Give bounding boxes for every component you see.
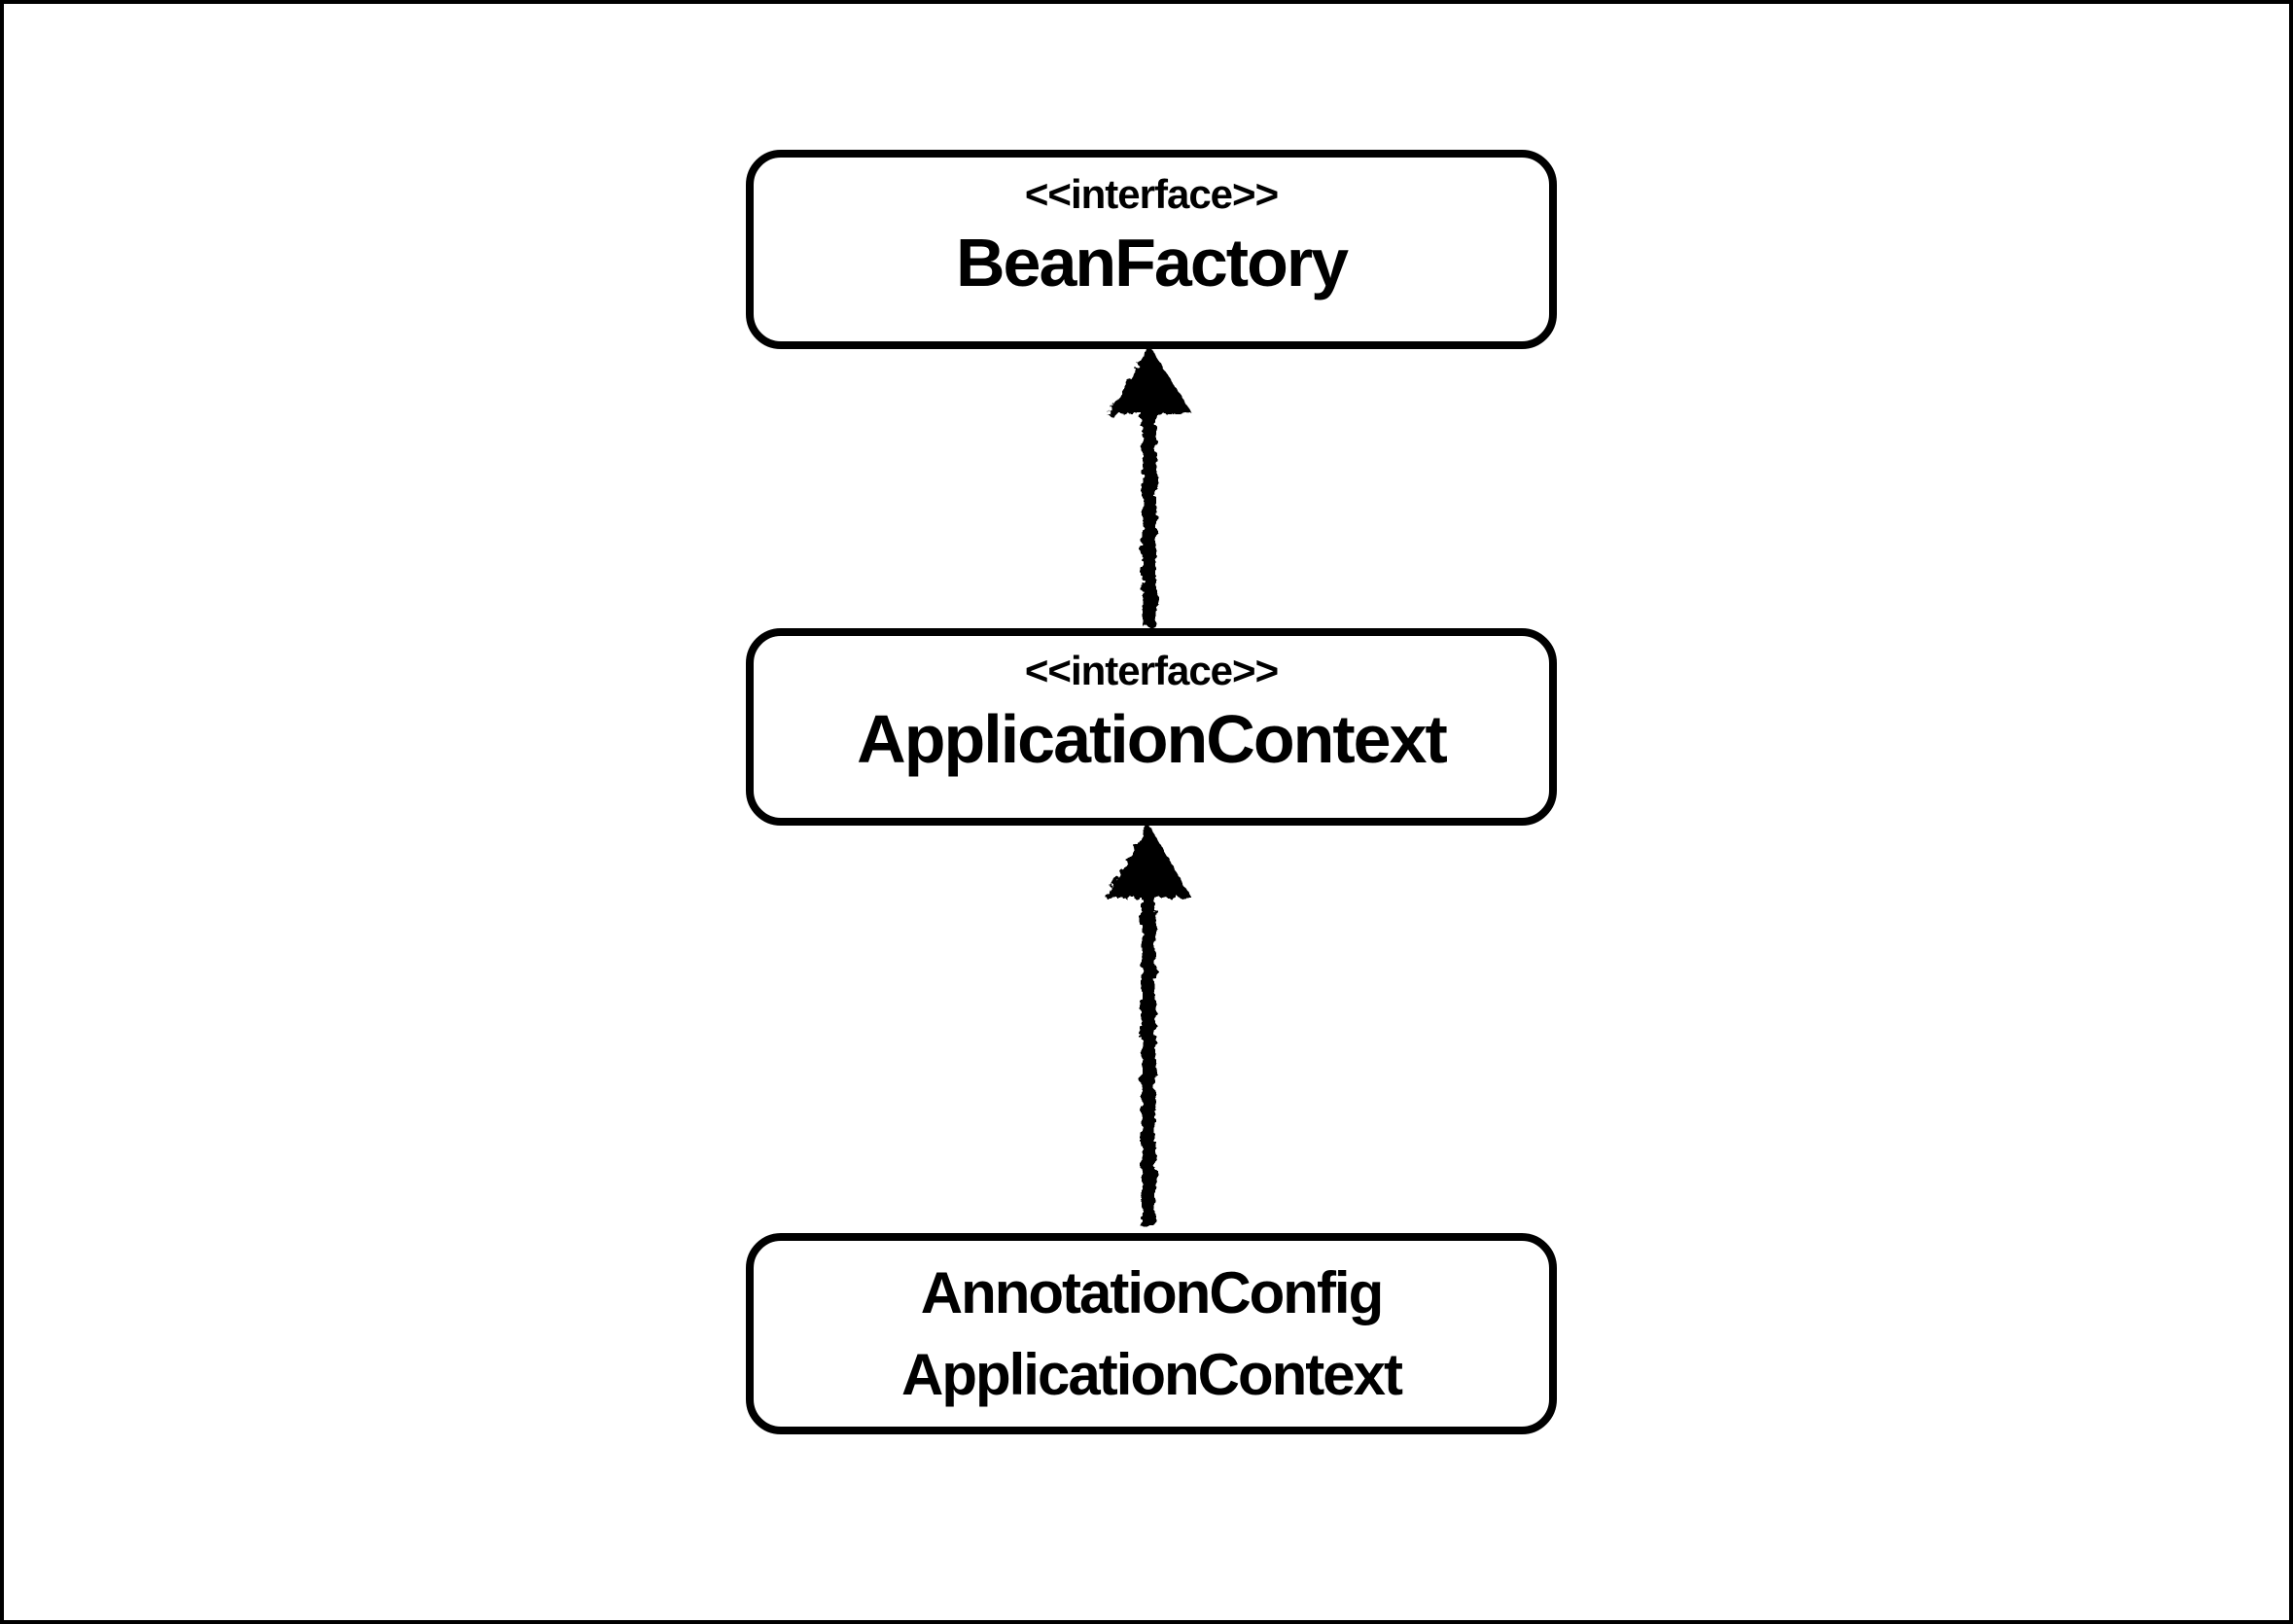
inheritance-arrow-applicationcontext-to-beanfactory	[1106, 345, 1193, 626]
class-name-beanfactory: BeanFactory	[955, 225, 1349, 300]
class-node-applicationcontext: <<interface>> ApplicationContext	[746, 628, 1557, 826]
class-node-beanfactory: <<interface>> BeanFactory	[746, 150, 1557, 349]
stereotype-label-beanfactory: <<interface>>	[1024, 171, 1279, 217]
class-name-applicationcontext: ApplicationContext	[857, 701, 1448, 777]
class-node-annotationconfigapplicationcontext: AnnotationConfig ApplicationContext	[746, 1233, 1557, 1434]
class-name-annotationconfig-line1: AnnotationConfig	[920, 1259, 1385, 1325]
class-name-annotationconfig-line2: ApplicationContext	[901, 1341, 1403, 1407]
inheritance-arrow-annotationconfig-to-applicationcontext	[1105, 824, 1192, 1227]
inheritance-arrows-layer	[1105, 345, 1193, 1227]
stereotype-label-applicationcontext: <<interface>>	[1024, 648, 1279, 693]
